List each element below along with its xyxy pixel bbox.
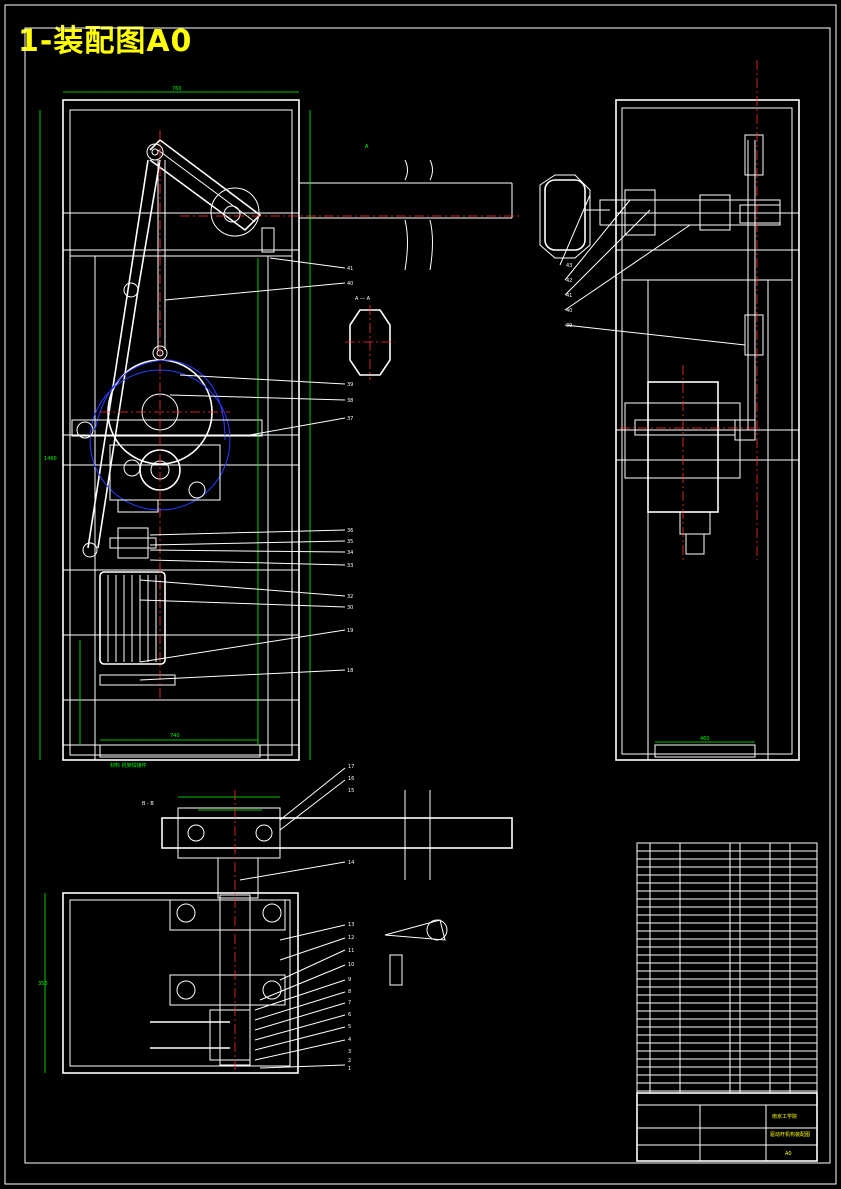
section-aa: A — A [345,296,395,380]
svg-text:8: 8 [348,989,351,995]
svg-text:34: 34 [347,550,353,556]
front-frame [62,99,300,761]
svg-text:2: 2 [348,1058,351,1064]
drawing-number: A0 [785,1151,792,1157]
svg-text:760: 760 [172,86,182,92]
svg-text:13: 13 [348,922,354,928]
front-view: 760 1460 740 材料 机架焊接件 A 41 40 39 38 37 3… [39,86,520,769]
svg-text:3: 3 [348,1049,351,1055]
svg-text:38: 38 [347,398,353,404]
svg-text:A — A: A — A [355,296,371,302]
svg-text:1: 1 [348,1066,351,1072]
svg-text:9: 9 [348,977,351,983]
sheet-border-inner [24,27,831,1164]
svg-text:460: 460 [700,736,710,742]
svg-text:41: 41 [347,266,353,272]
svg-text:11: 11 [348,948,354,954]
drawing-title: 1-装配图A0 [18,24,193,59]
svg-text:39: 39 [347,382,353,388]
svg-text:40: 40 [347,281,353,287]
svg-text:1460: 1460 [44,456,57,462]
svg-text:33: 33 [347,563,353,569]
motor [99,571,166,665]
svg-text:18: 18 [347,668,353,674]
svg-text:41: 41 [566,293,572,299]
side-item-numbers: 43 42 41 40 39 [566,263,572,329]
svg-text:15: 15 [348,788,354,794]
svg-text:740: 740 [170,733,180,739]
svg-text:36: 36 [347,528,353,534]
svg-text:6: 6 [348,1012,351,1018]
svg-text:B - B: B - B [142,801,154,807]
svg-text:17: 17 [348,764,354,770]
parts-list [636,842,818,1094]
svg-text:42: 42 [566,278,572,284]
svg-text:12: 12 [348,935,354,941]
front-item-numbers: 41 40 39 38 37 36 35 34 33 32 30 19 18 [347,266,353,674]
side-view: 460 43 42 41 40 [539,60,800,761]
title-block: 南京工学院 驱动杆机构装配图 A0 [636,1092,818,1162]
svg-text:40: 40 [566,308,572,314]
svg-text:39: 39 [566,323,572,329]
section-bb: B - B 350 [38,764,513,1074]
company-name: 南京工学院 [772,1113,797,1120]
sheet-border-outer [4,4,837,1185]
drawing-name: 驱动杆机构装配图 [770,1131,810,1138]
svg-text:14: 14 [348,860,354,866]
svg-text:30: 30 [347,605,353,611]
svg-text:37: 37 [347,416,353,422]
svg-text:5: 5 [348,1024,351,1030]
svg-text:材料 机架焊接件: 材料 机架焊接件 [110,762,147,769]
svg-text:4: 4 [348,1037,351,1043]
svg-text:350: 350 [38,981,48,987]
svg-text:16: 16 [348,776,354,782]
svg-text:19: 19 [347,628,353,634]
svg-text:7: 7 [348,1000,351,1006]
svg-text:35: 35 [347,539,353,545]
bottom-item-numbers: 17 16 15 14 13 12 11 10 9 8 7 6 5 4 3 2 … [348,764,354,1072]
svg-text:32: 32 [347,594,353,600]
svg-text:10: 10 [348,962,354,968]
svg-text:A: A [365,144,369,150]
svg-text:43: 43 [566,263,572,269]
